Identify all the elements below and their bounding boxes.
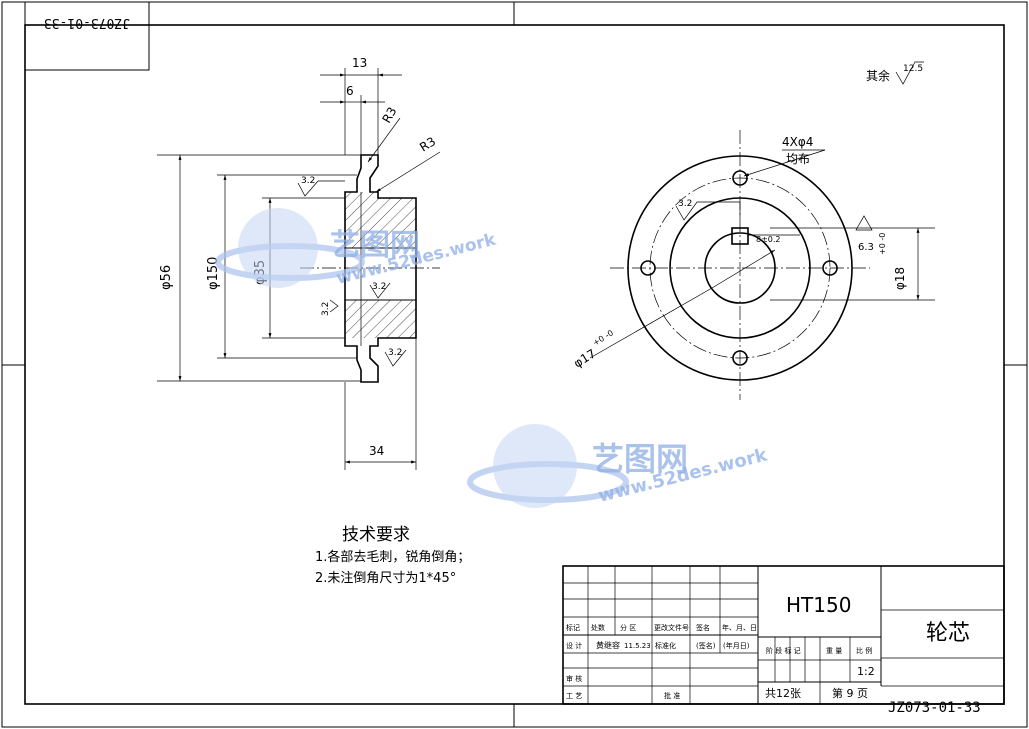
- drawing-number-inverted: JZ073-01-33: [44, 15, 130, 30]
- dim-front-left: φ17: [571, 346, 598, 370]
- process-label: 工 艺: [566, 692, 582, 700]
- keyway-dim: 8±0.2: [756, 235, 781, 244]
- standardization-label: 标准化: [655, 641, 676, 650]
- tech-requirements: 技术要求 1.各部去毛刺，锐角倒角； 2.未注倒角尺寸为1*45°: [315, 525, 470, 586]
- surface-note-value: 12.5: [903, 64, 923, 74]
- design-date: 11.5.23: [624, 642, 651, 650]
- approve-label: 批 准: [664, 691, 680, 700]
- revision-header-1: 标记: [566, 623, 580, 632]
- revision-header-3: 分 区: [620, 623, 636, 632]
- dim-dia-outer: φ56: [159, 265, 174, 290]
- material: HT150: [786, 593, 851, 617]
- dim-front-right: φ18: [893, 267, 907, 290]
- svg-text:3.2: 3.2: [678, 199, 692, 209]
- tech-requirement-1: 1.各部去毛刺，锐角倒角；: [315, 549, 470, 565]
- designer-name: 黄继容: [596, 640, 620, 650]
- svg-text:3.2: 3.2: [372, 282, 386, 292]
- dim-front-right-tol: +0 -0: [878, 233, 887, 255]
- total-sheets: 共12张: [765, 687, 801, 700]
- svg-text:6.3: 6.3: [858, 242, 874, 253]
- review-label: 审 核: [566, 674, 582, 683]
- roughness-symbol-4: 3.2: [384, 348, 407, 367]
- dim-front-left-tol: +0 -0: [591, 328, 615, 347]
- svg-text:艺图网: 艺图网: [592, 440, 688, 478]
- drawing-number: JZ073-01-33: [888, 700, 981, 716]
- dim-radius-2: R3: [417, 134, 438, 154]
- title-block: 标记 处数 分 区 更改文件号 签名 年、月、日 设 计 黄继容 11.5.23…: [562, 565, 1005, 705]
- revision-header-5: 签名: [696, 623, 710, 632]
- dim-width-top: 13: [352, 56, 367, 70]
- stage-header-2: 重 量: [826, 647, 842, 655]
- revision-header-4: 更改文件号: [654, 623, 689, 632]
- svg-text:3.2: 3.2: [321, 302, 331, 316]
- svg-text:3.2: 3.2: [301, 176, 315, 186]
- dim-radius-1: R3: [379, 105, 399, 126]
- scale-value: 1:2: [857, 665, 875, 678]
- revision-header-2: 处数: [591, 623, 605, 632]
- tech-requirement-2: 2.未注倒角尺寸为1*45°: [315, 571, 456, 586]
- signature-label: (签名): [696, 641, 716, 650]
- svg-text:艺图网: 艺图网: [330, 228, 420, 263]
- svg-text:3.2: 3.2: [388, 348, 402, 358]
- watermark-2: 艺图网 www.52des.work: [467, 424, 770, 508]
- design-label: 设 计: [566, 641, 582, 650]
- roughness-symbol-1: 3.2: [297, 176, 345, 197]
- sheet-number: 第 9 页: [832, 686, 868, 700]
- part-name: 轮芯: [926, 621, 970, 646]
- roughness-front-right: 6.3: [855, 215, 874, 253]
- dim-width-bottom: 34: [369, 444, 384, 458]
- revision-header-6: 年、月、日: [722, 623, 757, 632]
- date-placeholder: (年月日): [723, 641, 750, 650]
- surface-note-prefix: 其余: [866, 68, 890, 83]
- roughness-front-left: 3.2: [675, 199, 741, 221]
- stage-header-1: 阶 段 标 记: [766, 646, 801, 655]
- front-view: 4Xφ4 均布 3.2 8±0.2 φ18 +0 -0 6.3 φ17 +0 -…: [571, 130, 935, 400]
- roughness-symbol-2: 3.2: [369, 282, 391, 299]
- roughness-symbol-3: 3.2: [321, 299, 339, 316]
- holes-label: 4Xφ4: [782, 135, 813, 149]
- tech-requirements-title: 技术要求: [342, 525, 410, 545]
- stage-header-3: 比 例: [856, 646, 872, 655]
- holes-note: 均布: [786, 152, 810, 166]
- surface-finish-note: 其余 12.5: [866, 61, 924, 85]
- dim-step: 6: [346, 84, 354, 98]
